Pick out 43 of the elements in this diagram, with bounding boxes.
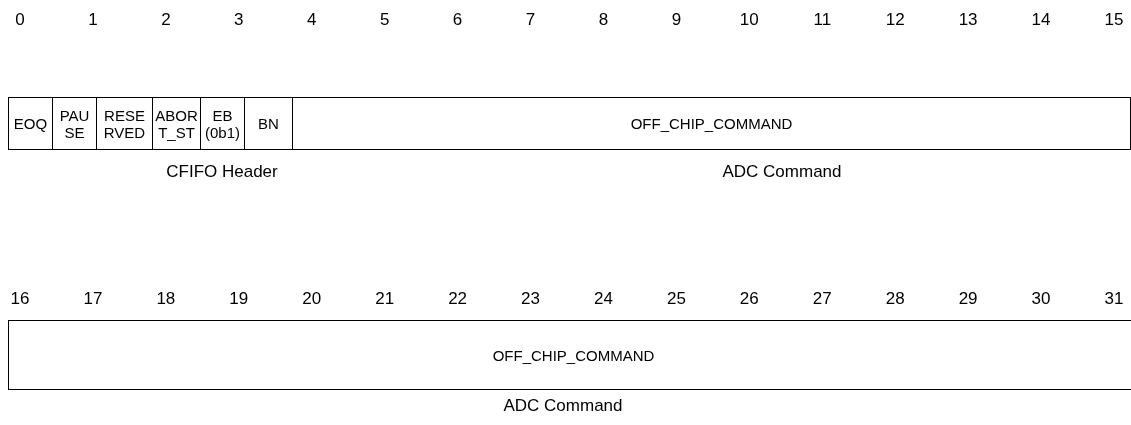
bit-field: RESERVED <box>96 97 153 150</box>
bit-number: 12 <box>885 10 905 30</box>
bit-number: 0 <box>15 10 25 30</box>
bit-number: 23 <box>521 289 540 309</box>
bit-field: ABORT_ST <box>152 97 201 150</box>
bit-number: 13 <box>958 10 978 30</box>
bit-field: PAUSE <box>52 97 97 150</box>
bit-field: OFF_CHIP_COMMAND <box>292 97 1131 150</box>
bit-number: 5 <box>379 10 390 30</box>
bit-field: BN <box>244 97 293 150</box>
bit-number: 27 <box>812 289 832 309</box>
bit-field: EOQ <box>8 97 53 150</box>
bit-number: 25 <box>666 289 686 309</box>
bit-number: 16 <box>10 289 30 309</box>
bit-number: 14 <box>1031 10 1051 30</box>
bit-number: 21 <box>375 289 395 309</box>
bit-number: 20 <box>302 289 322 309</box>
bit-number: 24 <box>594 289 613 309</box>
bit-number: 9 <box>671 10 682 30</box>
bit-number: 29 <box>958 289 978 309</box>
bit-number: 28 <box>885 289 905 309</box>
bit-number: 17 <box>83 289 103 309</box>
bit-number: 22 <box>448 289 468 309</box>
bit-field: OFF_CHIP_COMMAND <box>8 320 1131 390</box>
bit-number: 15 <box>1104 10 1124 30</box>
bit-number: 26 <box>739 289 759 309</box>
field-group-label: CFIFO Header <box>166 162 278 182</box>
bit-number: 1 <box>88 10 98 30</box>
field-group-label: ADC Command <box>722 162 842 182</box>
bit-number: 18 <box>156 289 176 309</box>
bit-number: 11 <box>813 10 832 30</box>
bit-number: 7 <box>525 10 536 30</box>
bit-number: 30 <box>1031 289 1051 309</box>
bit-number: 19 <box>229 289 249 309</box>
bit-number: 10 <box>739 10 759 30</box>
bit-number: 6 <box>452 10 463 30</box>
field-group-label: ADC Command <box>503 396 623 416</box>
bit-number: 31 <box>1104 289 1124 309</box>
bit-number: 4 <box>307 10 317 30</box>
bit-number: 3 <box>234 10 244 30</box>
bit-number: 8 <box>598 10 609 30</box>
bit-field: EB (0b1) <box>200 97 245 150</box>
bit-number: 2 <box>161 10 171 30</box>
